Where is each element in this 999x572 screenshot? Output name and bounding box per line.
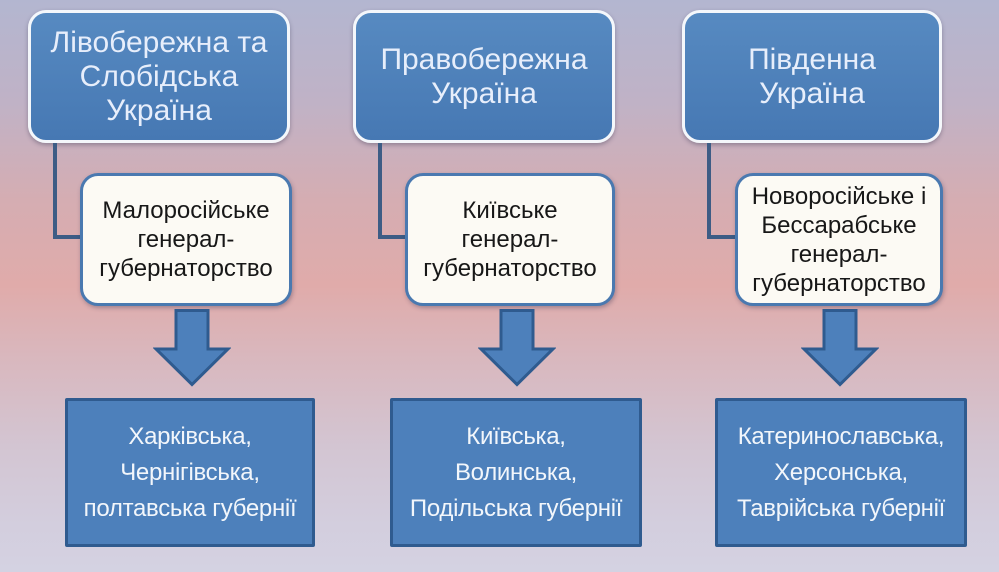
connector-vertical [53,143,57,239]
connector-vertical [707,143,711,239]
region-box-left-bank[interactable]: Лівобережна та Слобідська Україна [28,10,290,143]
provinces-label: Харківська, Чернігівська, полтавська губ… [83,422,297,522]
provinces-box-kyiv[interactable]: Київська, Волинська, Подільська губернії [390,398,642,547]
connector-horizontal [53,235,80,239]
connector-horizontal [707,235,735,239]
governorship-box-maloros[interactable]: Малоросійське генерал- губернаторство [80,173,292,306]
down-arrow-icon [153,309,231,387]
down-arrow-icon [801,309,879,387]
governorship-label: Новоросійське і Бессарабське генерал- гу… [751,182,927,297]
provinces-label: Катеринославська, Херсонська, Таврійська… [736,422,946,522]
region-label: Правобережна Україна [380,42,588,110]
connector-horizontal [378,235,405,239]
provinces-box-kharkiv[interactable]: Харківська, Чернігівська, полтавська губ… [65,398,315,547]
governorship-label: Малоросійське генерал- губернаторство [99,197,273,282]
provinces-label: Київська, Волинська, Подільська губернії [409,422,623,522]
region-label: Лівобережна та Слобідська Україна [50,25,268,127]
region-label: Південна Україна [748,42,876,110]
region-box-right-bank[interactable]: Правобережна Україна [353,10,615,143]
down-arrow-icon [478,309,556,387]
governorship-box-novoros[interactable]: Новоросійське і Бессарабське генерал- гу… [735,173,943,306]
governorship-box-kyiv[interactable]: Київське генерал- губернаторство [405,173,615,306]
connector-vertical [378,143,382,239]
region-box-southern[interactable]: Південна Україна [682,10,942,143]
provinces-box-katerynoslav[interactable]: Катеринославська, Херсонська, Таврійська… [715,398,967,547]
governorship-label: Київське генерал- губернаторство [423,197,597,282]
